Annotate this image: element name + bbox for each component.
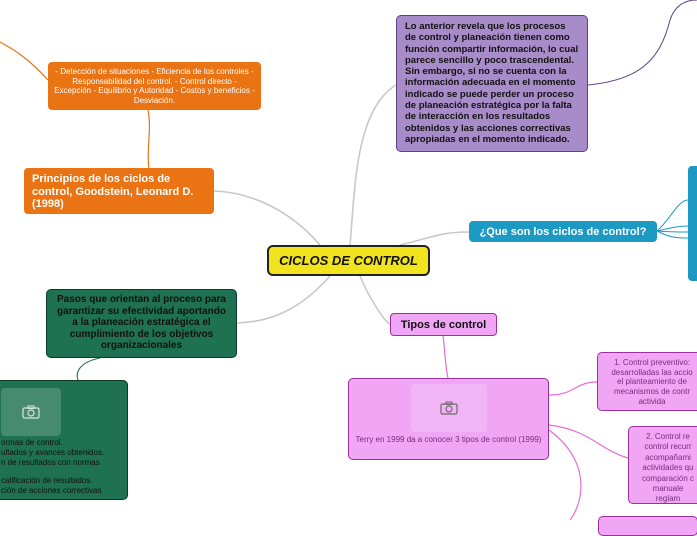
pink-type-2-line-5: comparación c (641, 473, 695, 483)
blue-topic-title: ¿Que son los ciclos de control? (479, 225, 647, 238)
pink-topic-title: Tipos de control (400, 318, 487, 331)
central-node-title: CICLOS DE CONTROL (279, 253, 418, 268)
link-orange-sub (147, 109, 151, 169)
pink-type-2-node[interactable]: 2. Control re control recurr acompañami … (628, 426, 697, 504)
link-center-green (236, 275, 331, 324)
blue-child-node[interactable] (688, 166, 697, 281)
pink-type-1-node[interactable]: 1. Control preventivo: desarrolladas las… (597, 352, 697, 411)
pink-type-1-line-2: desarrolladas las accio (611, 367, 693, 377)
orange-topic-title: Principios de los ciclos de control, Goo… (32, 173, 194, 210)
green-step-2: ultados y avances obtenidos. (1, 448, 105, 457)
link-green-box (76, 357, 101, 381)
green-topic-node[interactable]: Pasos que orientan al proceso para garan… (46, 289, 237, 358)
link-orange-offscreen (0, 41, 49, 81)
green-step-3: n de resultados con normas (1, 458, 100, 467)
green-step-4: calificación de resultados. (1, 476, 93, 485)
link-pink-big-3 (548, 429, 582, 520)
pink-subtopic-text: Terry en 1999 da a conocer 3 tipos de co… (355, 435, 542, 444)
pink-topic-node[interactable]: Tipos de control (390, 313, 497, 336)
pink-type-2-line-7: reglam (655, 494, 681, 504)
image-placeholder (411, 384, 487, 432)
pink-type-1-line-1: 1. Control preventivo: (613, 358, 691, 367)
link-blue-2 (656, 225, 689, 232)
pink-type-2-line-3: acompañami (645, 452, 691, 462)
link-blue-3 (656, 230, 689, 233)
pink-type-3-node[interactable] (598, 516, 697, 536)
link-pink-big-1 (548, 381, 598, 396)
image-placeholder (1, 388, 61, 436)
blue-topic-node[interactable]: ¿Que son los ciclos de control? (469, 221, 657, 242)
pink-type-2-line-6: manuale (652, 484, 684, 494)
camera-icon (22, 405, 40, 419)
link-pink-big-2 (548, 424, 629, 459)
pink-type-1-line-4: mecanismos de contr (613, 387, 691, 397)
link-center-purple (349, 84, 397, 246)
link-center-orange (213, 190, 321, 246)
green-subtopic-node[interactable]: ormas de control. ultados y avances obte… (0, 380, 128, 500)
orange-subtopic-node[interactable]: - Detección de situaciones - Eficiencia … (48, 62, 261, 110)
pink-type-2-line-4: actividades qu (642, 463, 694, 473)
pink-subtopic-node[interactable]: Terry en 1999 da a conocer 3 tipos de co… (348, 378, 549, 460)
connector-lines (0, 0, 697, 520)
purple-info-node[interactable]: Lo anterior revela que los procesos de c… (396, 15, 588, 152)
link-center-blue (399, 231, 470, 246)
green-topic-title: Pasos que orientan al proceso para garan… (57, 294, 226, 351)
pink-type-1-line-3: el planteamiento de (617, 377, 687, 387)
link-center-pink (359, 275, 391, 325)
link-blue-4 (656, 230, 689, 239)
purple-info-text: Lo anterior revela que los procesos de c… (405, 21, 579, 145)
pink-type-1-line-5: activida (638, 396, 666, 406)
central-node[interactable]: CICLOS DE CONTROL (267, 245, 430, 276)
link-pink-label-big (442, 335, 449, 379)
pink-type-2-line-2: control recurr (644, 442, 692, 452)
link-blue-1 (656, 199, 689, 232)
camera-icon (440, 401, 458, 415)
orange-topic-node[interactable]: Principios de los ciclos de control, Goo… (24, 168, 214, 214)
link-purple-offscreen (587, 0, 697, 86)
pink-type-2-line-1: 2. Control re (645, 432, 691, 441)
orange-subtopic-text: - Detección de situaciones - Eficiencia … (54, 67, 255, 105)
green-step-1: ormas de control. (1, 438, 63, 447)
green-step-5: ción de acciones correctivas (1, 486, 102, 495)
